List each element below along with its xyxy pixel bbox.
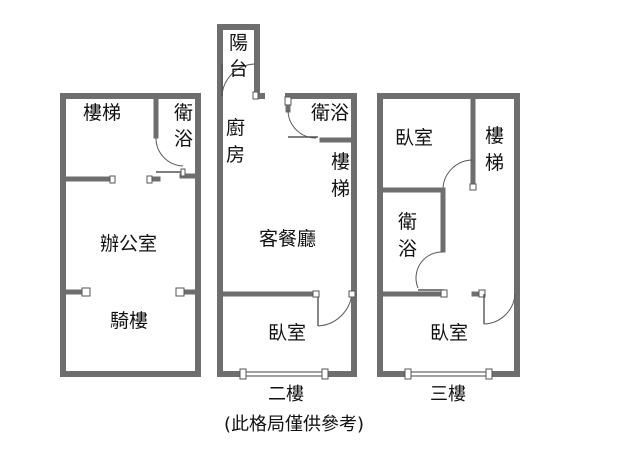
floor-3-bedroom-bottom-label: 臥室 — [430, 322, 468, 344]
floor-3-bedroom-top-label: 臥室 — [395, 127, 433, 149]
floor-2-balcony-label-1: 陽 — [229, 32, 248, 54]
floor-2-balcony-door — [221, 63, 256, 97]
floor-3-caption: 三樓 — [430, 384, 466, 405]
floor-1-office-label: 辦公室 — [100, 233, 157, 255]
floor-2-balcony-label-2: 台 — [229, 58, 248, 80]
floor-2-front-window — [239, 368, 329, 380]
floor-1-bath-label-1: 衛 — [174, 102, 193, 124]
floor-1-outer-wall — [60, 93, 201, 377]
floor-2-kitchen-label-2: 房 — [226, 144, 245, 166]
floor-2-kitchen-label-1: 廚 — [226, 116, 245, 139]
floor-2-plan: 陽 台 廚 房 衛浴 樓 梯 客餐廳 臥室 二樓 — [217, 24, 357, 405]
floor-1-bath-label-2: 浴 — [174, 128, 193, 150]
floor-3-stairs-label-2: 梯 — [485, 152, 504, 174]
floor-1-arcade-label: 騎樓 — [110, 310, 148, 332]
floor-3-outer-wall — [377, 93, 520, 377]
floor-2-bedroom-label: 臥室 — [268, 322, 306, 344]
floor-3-bath-label-1: 衛 — [398, 211, 417, 233]
floor-3-bath-label-2: 浴 — [398, 238, 417, 260]
floor-1-stairs-label: 樓梯 — [83, 102, 121, 124]
floor-2-stairs-label-2: 梯 — [331, 178, 350, 200]
floor-1-plan: 樓梯 衛 浴 辦公室 騎樓 — [60, 93, 201, 377]
floor-3-front-window — [404, 368, 493, 380]
floor-2-stairs-label-1: 樓 — [331, 151, 350, 173]
floor-2-living-dining-label: 客餐廳 — [259, 228, 316, 250]
floor-2-balcony-wall — [217, 24, 260, 99]
floor-3-stairs-label-1: 樓 — [485, 125, 504, 147]
floor-3-stairs-door — [442, 159, 474, 189]
floor-1-bath-door — [155, 137, 184, 167]
floor-2-bath-label: 衛浴 — [311, 102, 349, 124]
floor-2-caption: 二樓 — [268, 384, 304, 405]
floor-2-outer-wall — [217, 93, 357, 377]
floor-3-bedroom-door — [483, 293, 516, 325]
floor-3-plan: 臥室 樓 梯 衛 浴 臥室 三樓 — [377, 93, 520, 405]
disclaimer-note: (此格局僅供參考) — [224, 414, 364, 435]
floor-2-bedroom-door — [317, 291, 353, 327]
floor-3-bath-door — [415, 251, 444, 289]
